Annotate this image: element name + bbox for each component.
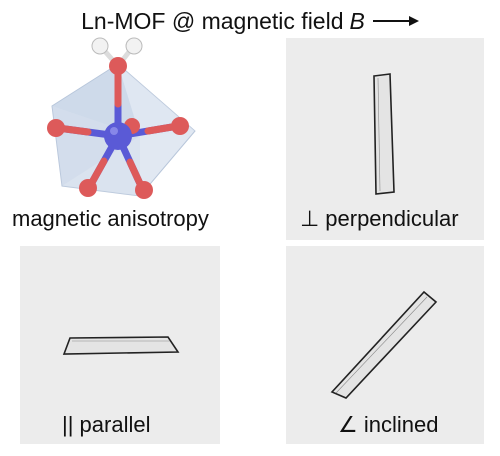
oxygen-atom [109, 57, 127, 75]
hydrogen-atom [91, 37, 109, 55]
field-direction-arrow-icon [372, 16, 419, 26]
caption-perpendicular: ⊥ perpendicular [300, 206, 459, 231]
panel-inclined: ∠ inclined [286, 246, 484, 444]
oxygen-atom [47, 119, 65, 137]
ln-coordination-polyhedron [47, 37, 196, 199]
caption-parallel: || parallel [62, 412, 151, 437]
field-variable: B [349, 7, 365, 34]
title-text: Ln-MOF @ magnetic field [81, 7, 344, 34]
panel-parallel: || parallel [20, 246, 220, 444]
crystal-parallel [62, 336, 180, 355]
crystal-inclined [330, 290, 438, 399]
crystal-perpendicular [373, 73, 395, 195]
figure-title: Ln-MOF @ magnetic field B [0, 6, 500, 36]
caption-inclined: ∠ inclined [338, 412, 439, 437]
oxygen-atom [171, 117, 189, 135]
panel-perpendicular: ⊥ perpendicular [286, 38, 484, 240]
oxygen-atom [79, 179, 97, 197]
lanthanide-atom [104, 122, 132, 150]
hydrogen-atom [125, 37, 143, 55]
oxygen-atom [135, 181, 153, 199]
caption-magnetic-anisotropy: magnetic anisotropy [12, 206, 209, 231]
